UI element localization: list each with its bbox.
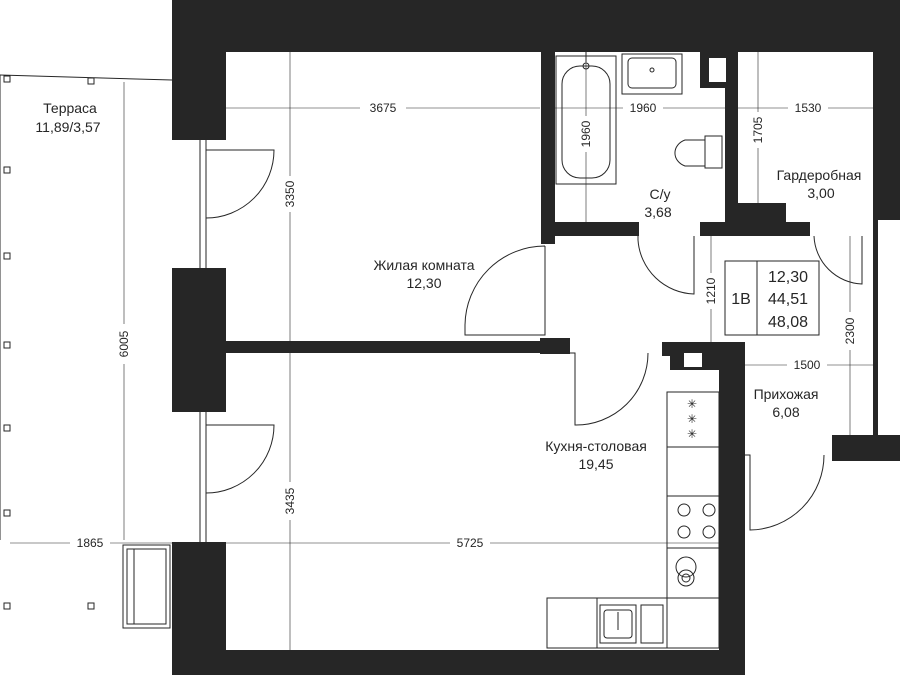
dim-wardrobe-width: 1530 — [795, 101, 822, 115]
terrace-area: 11,89/3,57 — [35, 119, 100, 135]
kitchen-counter: ✳ ✳ ✳ — [546, 391, 720, 649]
total-area-value: 44,51 — [768, 291, 808, 308]
total-with-terrace-value: 48,08 — [768, 314, 808, 331]
living-area-value: 12,30 — [768, 269, 808, 286]
kitchen-sink — [599, 604, 664, 644]
dim-hall-depth-upper: 1210 — [704, 277, 718, 304]
dim-kitchen-width: 5725 — [457, 536, 484, 550]
hood-mark: ✳ — [687, 397, 697, 411]
area-summary-box: 1В 12,30 44,51 48,08 — [724, 260, 820, 336]
dimension-labels: 3675 3350 1960 1960 1530 1705 6005 1865 … — [70, 100, 858, 551]
hood-mark: ✳ — [687, 412, 697, 426]
walls — [172, 0, 900, 675]
dim-terrace-width: 1865 — [77, 536, 104, 550]
terrace-name: Терраса — [43, 100, 97, 116]
windows — [199, 140, 275, 542]
toilet — [674, 135, 723, 169]
bathroom-area: 3,68 — [644, 204, 671, 220]
living-room-name: Жилая комната — [373, 257, 474, 273]
apartment-type: 1В — [731, 291, 751, 308]
kitchen-name: Кухня-столовая — [545, 438, 647, 454]
doors — [464, 235, 863, 531]
hallway-area: 6,08 — [772, 404, 799, 420]
dim-hall-width: 1500 — [794, 358, 821, 372]
wardrobe-area: 3,00 — [807, 185, 834, 201]
terrace-bench — [122, 544, 171, 629]
hood-mark: ✳ — [687, 427, 697, 441]
dim-terrace-length: 6005 — [117, 330, 131, 357]
dim-bathtub-length: 1960 — [579, 120, 593, 147]
dim-bath-width: 1960 — [630, 101, 657, 115]
washing-machine — [675, 556, 697, 587]
living-room-area: 12,30 — [406, 275, 441, 291]
bathroom-name: С/у — [650, 186, 671, 202]
terrace-outline — [0, 74, 173, 610]
dim-kitchen-depth: 3435 — [283, 487, 297, 514]
room-labels: Терраса 11,89/3,57 Жилая комната 12,30 С… — [35, 100, 861, 472]
dim-wardrobe-depth: 1705 — [751, 116, 765, 143]
stove — [666, 495, 720, 549]
dim-living-depth: 3350 — [283, 180, 297, 207]
kitchen-area: 19,45 — [578, 456, 613, 472]
dim-living-width: 3675 — [370, 101, 397, 115]
sink — [621, 53, 683, 95]
hallway-name: Прихожая — [754, 386, 819, 402]
wardrobe-name: Гардеробная — [777, 167, 862, 183]
dim-hall-depth: 2300 — [843, 317, 857, 344]
